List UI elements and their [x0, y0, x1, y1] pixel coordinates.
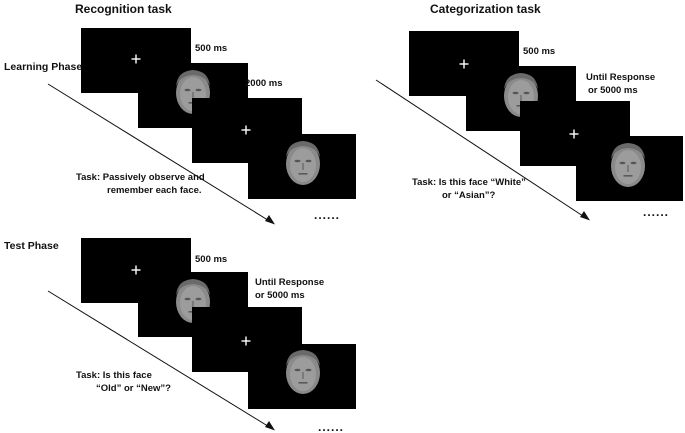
test-timeline-arrow	[47, 290, 275, 431]
categorization-sequence	[409, 31, 683, 201]
test-timing-1: 500 ms	[195, 254, 227, 265]
arrowhead	[580, 211, 590, 221]
test-phase-label: Test Phase	[4, 240, 59, 252]
face-photo-icon	[286, 141, 320, 185]
categorization-timing-2b: or 5000 ms	[588, 85, 638, 96]
learning-timing-1: 500 ms	[195, 43, 227, 54]
categorization-task-line-2: or “Asian”?	[442, 190, 496, 201]
learning-sequence	[81, 28, 356, 199]
face-photo-icon	[611, 143, 645, 187]
face-photo-icon	[286, 350, 320, 394]
timeline-arrow-icon	[375, 79, 587, 219]
arrowhead	[265, 421, 275, 431]
test-timing-2b: or 5000 ms	[255, 290, 305, 301]
learning-task-line-2: remember each face.	[107, 185, 202, 196]
categorization-timing-1: 500 ms	[523, 46, 555, 57]
arrowhead	[265, 215, 275, 225]
timeline-arrow-icon	[47, 290, 272, 429]
test-task-line-2: “Old” or “New”?	[96, 383, 171, 394]
categorization-timeline-arrow	[375, 79, 590, 221]
learning-ellipsis: ......	[314, 208, 340, 222]
test-ellipsis: ......	[318, 420, 344, 433]
learning-task-line-1: Task: Passively observe and	[76, 172, 205, 183]
test-timing-2a: Until Response	[255, 277, 324, 288]
timeline-arrow-icon	[47, 83, 272, 223]
test-task-line-1: Task: Is this face	[76, 370, 152, 381]
categorization-title: Categorization task	[430, 2, 541, 16]
categorization-ellipsis: ......	[643, 205, 669, 219]
test-sequence	[81, 238, 356, 409]
recognition-title: Recognition task	[75, 2, 172, 16]
learning-timeline-arrow	[47, 83, 275, 225]
categorization-timing-2a: Until Response	[586, 72, 655, 83]
learning-timing-2: 2000 ms	[245, 78, 283, 89]
categorization-task-line-1: Task: Is this face “White”	[412, 177, 526, 188]
learning-phase-label: Learning Phase	[4, 61, 82, 73]
